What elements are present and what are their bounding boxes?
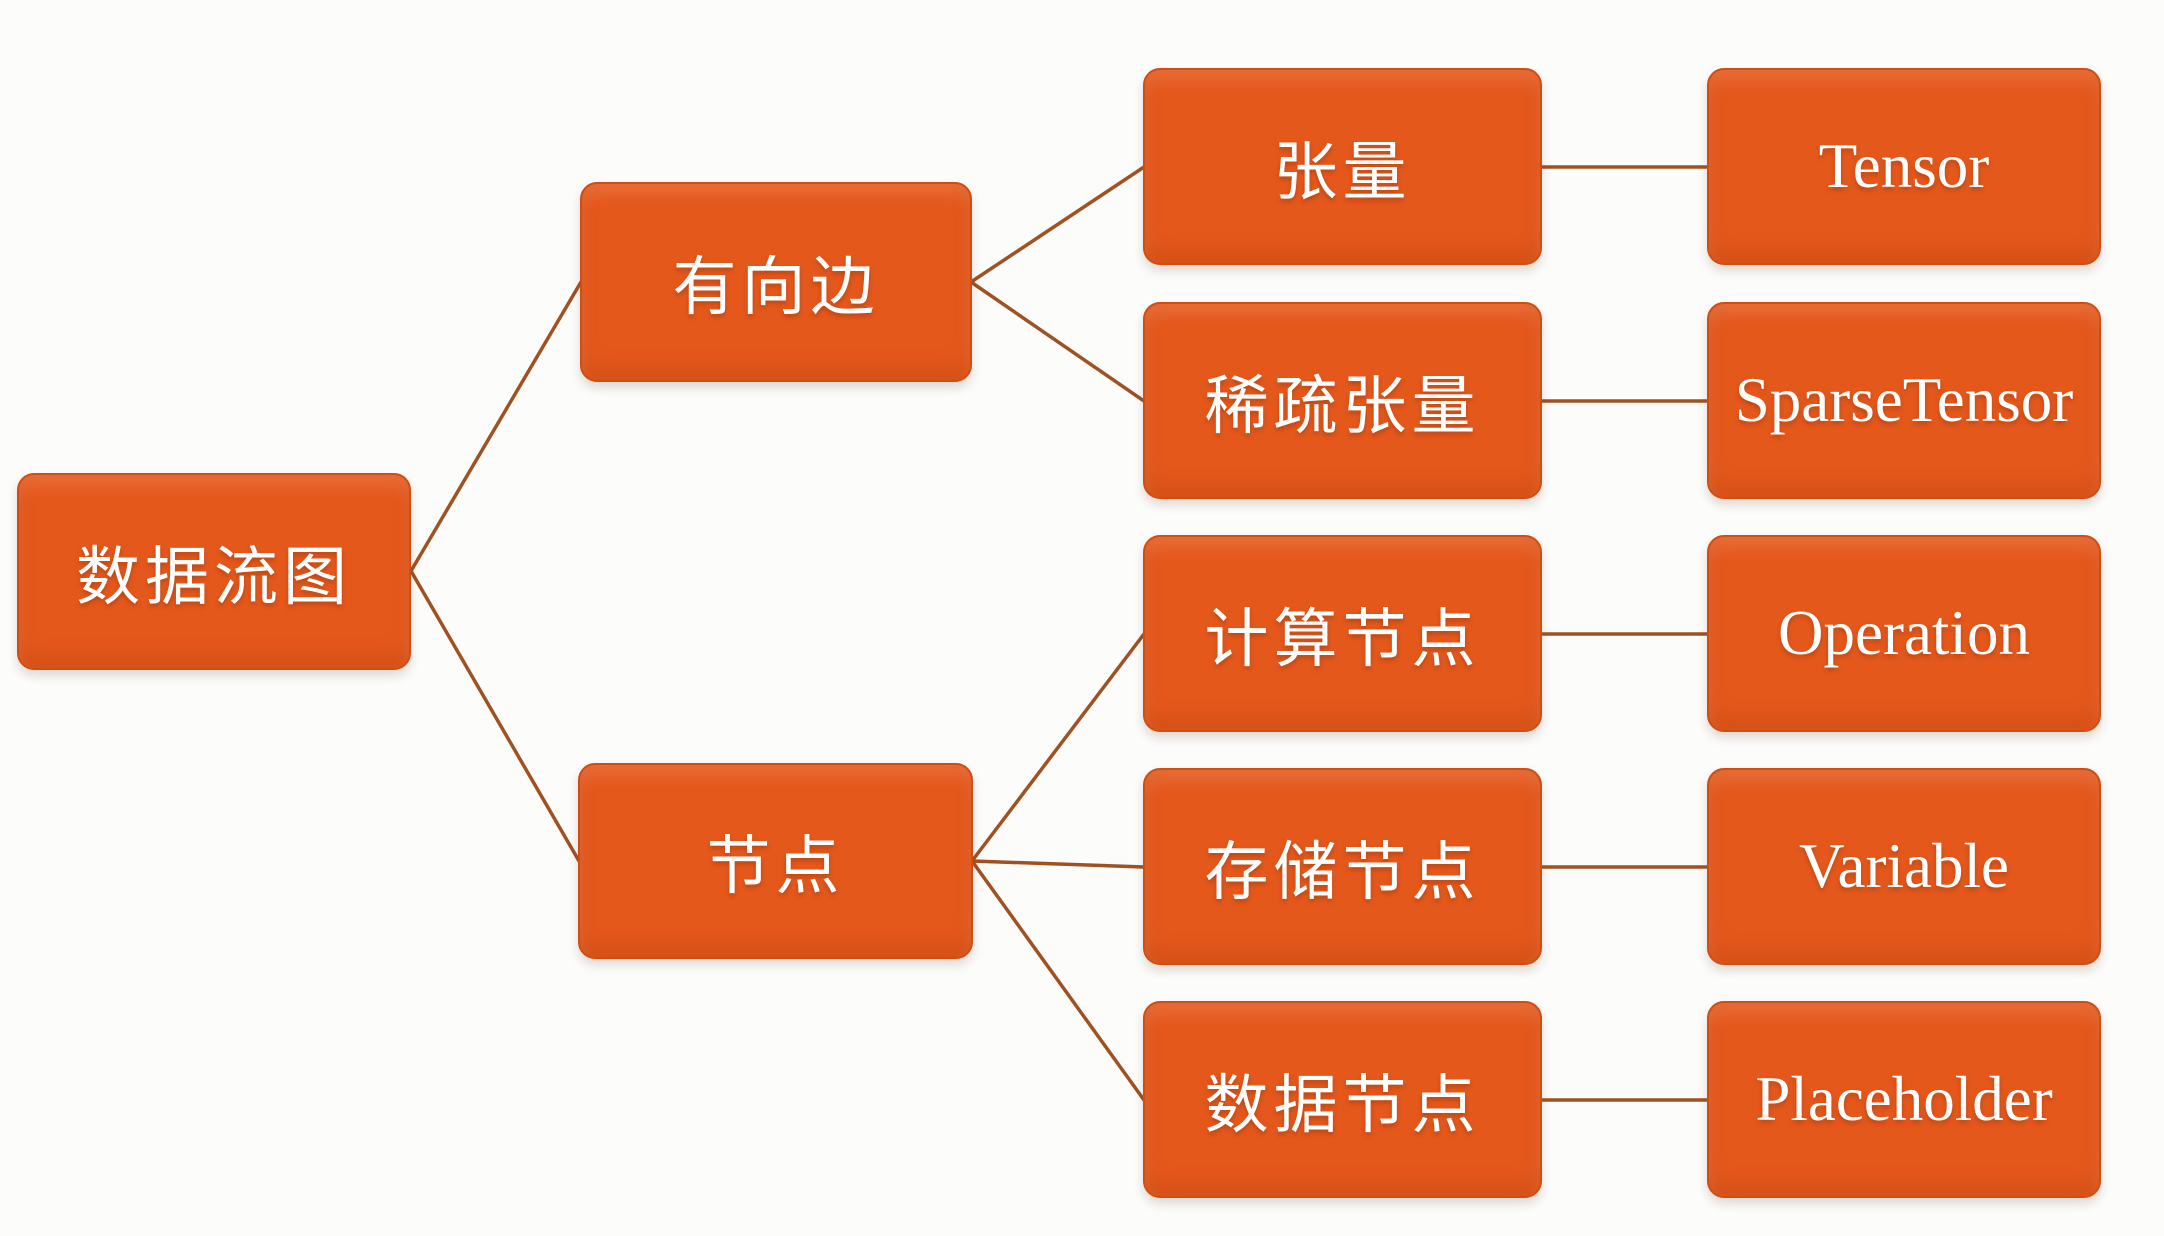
connector-line — [969, 165, 1146, 284]
node-label: Variable — [1799, 831, 2009, 901]
node-storage-node-cn: 存储节点 — [1143, 768, 1542, 965]
node-label: 计算节点 — [1204, 602, 1481, 675]
node-label: Operation — [1778, 598, 2030, 668]
node-label: Placeholder — [1755, 1064, 2053, 1134]
node-label: 数据节点 — [1204, 1068, 1481, 1141]
connector-line — [409, 569, 581, 863]
connector-line — [970, 859, 1146, 1102]
connector-line — [969, 280, 1146, 403]
node-operation-en: Operation — [1707, 535, 2101, 732]
node-nodes: 节点 — [578, 763, 973, 959]
node-label: SparseTensor — [1734, 365, 2074, 435]
node-label: 张量 — [1273, 135, 1412, 208]
node-label: Tensor — [1818, 131, 1990, 201]
connector-line — [970, 859, 1146, 869]
node-label: 稀疏张量 — [1204, 369, 1481, 442]
node-sparse-tensor-cn: 稀疏张量 — [1143, 302, 1542, 499]
node-label: 存储节点 — [1204, 835, 1481, 908]
connector-line — [409, 280, 583, 573]
node-directed-edge: 有向边 — [580, 182, 972, 382]
node-placeholder-en: Placeholder — [1707, 1001, 2101, 1198]
node-label: 节点 — [706, 830, 845, 902]
node-sparse-tensor-en: SparseTensor — [1707, 302, 2101, 499]
node-tensor-cn: 张量 — [1143, 68, 1542, 265]
node-label: 有向边 — [672, 251, 880, 323]
node-compute-node-cn: 计算节点 — [1143, 535, 1542, 732]
node-tensor-en: Tensor — [1707, 68, 2101, 265]
node-data-node-cn: 数据节点 — [1143, 1001, 1542, 1198]
node-variable-en: Variable — [1707, 768, 2101, 965]
connector-line — [970, 632, 1146, 863]
node-dataflow-graph: 数据流图 — [17, 473, 411, 670]
node-label: 数据流图 — [76, 540, 352, 613]
